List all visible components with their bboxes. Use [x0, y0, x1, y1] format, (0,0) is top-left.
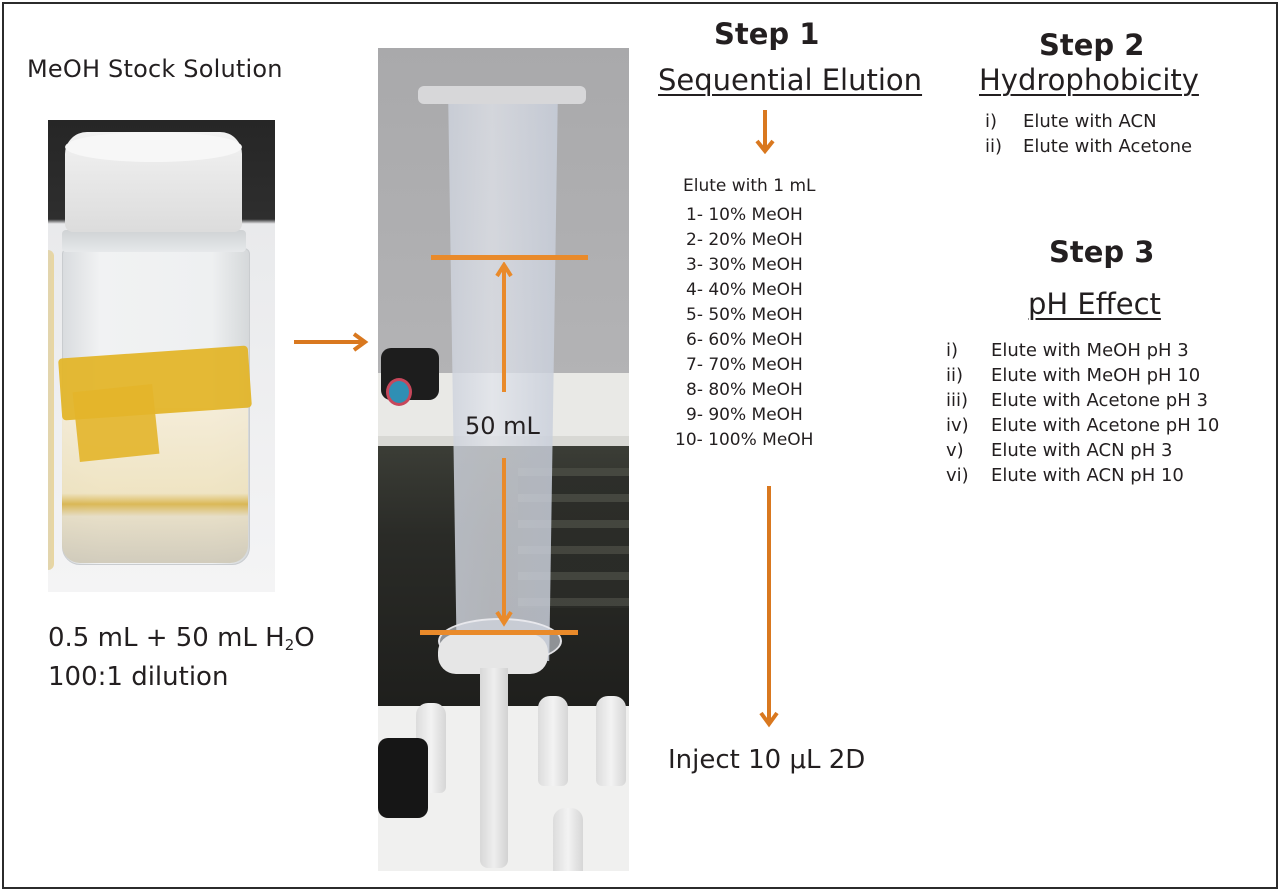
- list-item: ii)Elute with Acetone: [985, 136, 1193, 157]
- step2-subtitle: Hydrophobicity: [979, 63, 1199, 97]
- list-item: 3- 30% MeOH: [686, 255, 803, 275]
- vial-cap-top: [65, 132, 242, 162]
- arrow-right-icon: [294, 332, 369, 352]
- list-item: 10- 100% MeOH: [675, 430, 814, 450]
- list-item: iii)Elute with Acetone pH 3: [946, 390, 1208, 411]
- vial-neck: [62, 230, 246, 252]
- step2-list: i)Elute with ACN ii)Elute with Acetone: [985, 109, 1192, 159]
- step1-subtitle: Sequential Elution: [658, 63, 923, 97]
- step3-list: i)Elute with MeOH pH 3 ii)Elute with MeO…: [946, 338, 1219, 488]
- arrow-down-icon: [755, 110, 775, 154]
- list-item: iv)Elute with Acetone pH 10: [946, 415, 1220, 436]
- list-item: i)Elute with MeOH pH 3: [946, 340, 1189, 361]
- arrow-down-long-icon: [759, 486, 779, 728]
- elution-header: Elute with 1 mL: [683, 176, 816, 196]
- stock-vial-photo: [48, 120, 275, 592]
- step3-title: Step 3: [1049, 235, 1155, 269]
- list-item: 9- 90% MeOH: [686, 405, 803, 425]
- step1-title: Step 1: [714, 17, 820, 51]
- dilution-volume: 0.5 mL + 50 mL H2O: [48, 623, 315, 654]
- rack-tube: [596, 696, 626, 786]
- adjacent-vial: [48, 250, 54, 570]
- step1-elution-list: Elute with 1 mL 1- 10% MeOH 2- 20% MeOH …: [675, 174, 816, 453]
- level-line-top: [431, 255, 588, 260]
- inject-instruction: Inject 10 μL 2D: [668, 745, 866, 775]
- spe-column-photo: [378, 48, 629, 871]
- level-line-bottom: [420, 630, 578, 635]
- dilution-text: 0.5 mL + 50 mL H2O 100:1 dilution: [48, 622, 315, 693]
- list-item: 1- 10% MeOH: [686, 205, 803, 225]
- stock-solution-title: MeOH Stock Solution: [27, 55, 283, 83]
- list-item: 2- 20% MeOH: [686, 230, 803, 250]
- list-item: v)Elute with ACN pH 3: [946, 440, 1173, 461]
- volume-label: 50 mL: [465, 412, 540, 440]
- list-item: i)Elute with ACN: [985, 111, 1157, 132]
- list-item: vi)Elute with ACN pH 10: [946, 465, 1184, 486]
- dilution-ratio: 100:1 dilution: [48, 662, 229, 692]
- step2-title: Step 2: [1039, 28, 1145, 62]
- vial-tape-flap: [72, 384, 160, 462]
- list-item: 6- 60% MeOH: [686, 330, 803, 350]
- stopcock: [438, 634, 548, 674]
- gauge-valve: [386, 378, 412, 406]
- vacuum-gauge-lower: [378, 738, 428, 818]
- rack-tube: [553, 808, 583, 871]
- column-rim: [418, 86, 586, 104]
- list-item: ii)Elute with MeOH pH 10: [946, 365, 1201, 386]
- list-item: 4- 40% MeOH: [686, 280, 803, 300]
- rack-tube: [538, 696, 568, 786]
- step3-subtitle: pH Effect: [1028, 287, 1161, 321]
- list-item: 8- 80% MeOH: [686, 380, 803, 400]
- list-item: 5- 50% MeOH: [686, 305, 803, 325]
- list-item: 7- 70% MeOH: [686, 355, 803, 375]
- cartridge-stem: [480, 668, 508, 868]
- double-arrow-icon: [495, 262, 513, 627]
